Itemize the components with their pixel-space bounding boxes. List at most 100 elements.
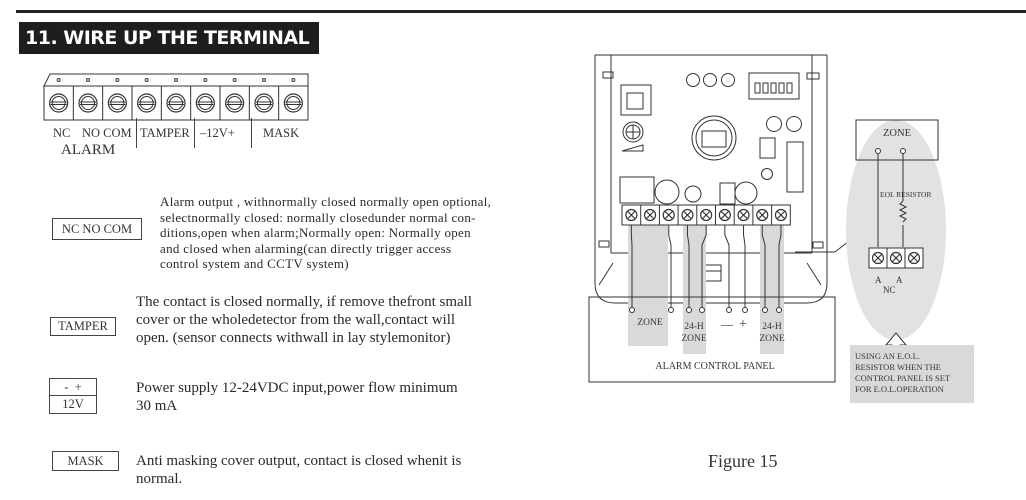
eol-zone-terminal	[900, 148, 906, 154]
zone-label-highlights	[628, 322, 784, 354]
terminal-label-mask: MASK	[263, 126, 300, 140]
terminal-hole	[174, 78, 178, 82]
wire	[724, 225, 730, 307]
legend-description-mask: Anti masking cover output, contact is cl…	[136, 452, 461, 488]
panel-terminal	[726, 307, 732, 313]
wire	[668, 225, 672, 307]
screw-icon	[49, 93, 69, 113]
eol-zone-label: ZONE	[883, 128, 911, 139]
screw-icon	[662, 208, 675, 222]
terminal-label-no-com: NO COM	[82, 126, 132, 140]
legend-key-tamper: TAMPER	[50, 317, 116, 336]
screw-icon	[889, 251, 903, 265]
eol-note-line: FOR E.O.L.OPERATION	[855, 384, 944, 394]
legend-description-alarm: Alarm output , withnormally closed norma…	[160, 194, 491, 272]
panel-terminal	[686, 307, 692, 313]
panel-minus-label: —	[720, 317, 734, 331]
panel-24h-zone-1-line1: 24-H	[684, 322, 704, 332]
terminal-label-tamper: TAMPER	[140, 126, 190, 140]
panel-terminal	[699, 307, 705, 313]
terminal-hole	[56, 78, 61, 82]
terminal-strip	[43, 73, 309, 121]
eol-terminal-block	[868, 247, 924, 269]
screw-icon	[137, 93, 157, 113]
screw-icon	[166, 93, 186, 113]
wire	[761, 225, 766, 307]
wire	[630, 225, 633, 307]
screw-icon	[737, 208, 750, 222]
screw-icon	[78, 93, 98, 113]
dip-switch	[754, 82, 793, 94]
power-voltage: 12V	[62, 397, 84, 411]
panel-zone-label: ZONE	[637, 318, 663, 328]
terminal-label-alarm: ALARM	[61, 142, 116, 158]
screw-icon	[254, 93, 274, 113]
eol-note-box	[850, 345, 974, 403]
description-line: cover or the wholedetector from the wall…	[136, 312, 456, 328]
divider	[251, 118, 252, 148]
eol-detail-ellipse	[846, 120, 946, 340]
eol-note-line: USING AN E.O.L.	[855, 351, 920, 361]
screw-icon	[756, 208, 769, 222]
screw-icon	[871, 251, 885, 265]
description-line: 30 mA	[136, 398, 178, 414]
top-rule	[16, 10, 1026, 13]
description-line: The contact is closed normally, if remov…	[136, 294, 473, 310]
pcb-terminal-block	[621, 204, 791, 226]
screw-icon	[225, 93, 245, 113]
description-line: selectnormally closed: normally closedun…	[160, 209, 476, 225]
description-line: Power supply 12-24VDC input,power flow m…	[136, 380, 458, 396]
terminal-hole	[291, 78, 296, 82]
terminal-hole	[86, 78, 90, 82]
panel-title: ALARM CONTROL PANEL	[655, 361, 774, 372]
screw-icon	[625, 208, 638, 222]
screw-icon	[718, 208, 731, 222]
panel-terminal	[776, 307, 782, 313]
description-line: Alarm output , withnormally closed norma…	[160, 194, 492, 209]
wire	[778, 225, 782, 307]
figure-caption: Figure 15	[708, 451, 778, 471]
eol-note-line: CONTROL PANEL IS SET	[855, 373, 951, 383]
panel-24h-zone-2-line2: ZONE	[759, 334, 785, 344]
screw-icon	[283, 93, 303, 113]
description-line: open. (sensor connects withwall in lay s…	[136, 330, 451, 346]
panel-terminal	[762, 307, 768, 313]
terminal-hole	[232, 78, 237, 82]
eol-zone-terminal	[875, 148, 881, 154]
legend-description-tamper: The contact is closed normally, if remov…	[136, 293, 472, 347]
panel-plus-label: +	[739, 317, 747, 332]
screw-icon	[907, 251, 921, 265]
divider	[136, 118, 137, 148]
panel-terminal	[629, 307, 635, 313]
panel-terminals	[629, 307, 782, 313]
detector-housing	[594, 54, 828, 304]
eol-label-a2: A	[896, 275, 903, 285]
wire	[686, 225, 690, 307]
description-line: control system and CCTV system)	[160, 256, 349, 271]
legend-key-mask: MASK	[52, 451, 119, 471]
legend-key-nc-no-com: NC NO COM	[52, 218, 142, 240]
screw-icon	[107, 93, 127, 113]
eol-note-line: RESISTOR WHEN THE	[855, 362, 941, 372]
eol-resistor-label: EOL RESISTOR	[880, 190, 931, 199]
description-line: Anti masking cover output, contact is cl…	[136, 453, 462, 469]
eol-resistor-icon	[898, 200, 908, 223]
description-line: ditions,open when alarm;Normally open: N…	[160, 225, 471, 240]
legend-key-power: - + 12V	[49, 378, 97, 414]
screw-icon	[774, 208, 788, 222]
terminal-hole	[115, 78, 120, 82]
eol-label-a1: A	[875, 275, 882, 285]
screw-icon	[700, 208, 713, 222]
terminal-hole	[203, 78, 208, 82]
screw-icon	[681, 208, 694, 222]
eol-label-nc: NC	[883, 285, 896, 295]
terminal-hole	[262, 78, 266, 82]
power-polarity: - +	[50, 379, 96, 396]
divider	[194, 118, 195, 148]
description-line: normal.	[136, 471, 183, 487]
wires	[630, 225, 782, 307]
terminal-label-nc: NC	[53, 126, 71, 140]
alarm-control-panel	[588, 296, 836, 383]
screw-icon	[195, 93, 215, 113]
eol-zone-box	[855, 119, 939, 161]
